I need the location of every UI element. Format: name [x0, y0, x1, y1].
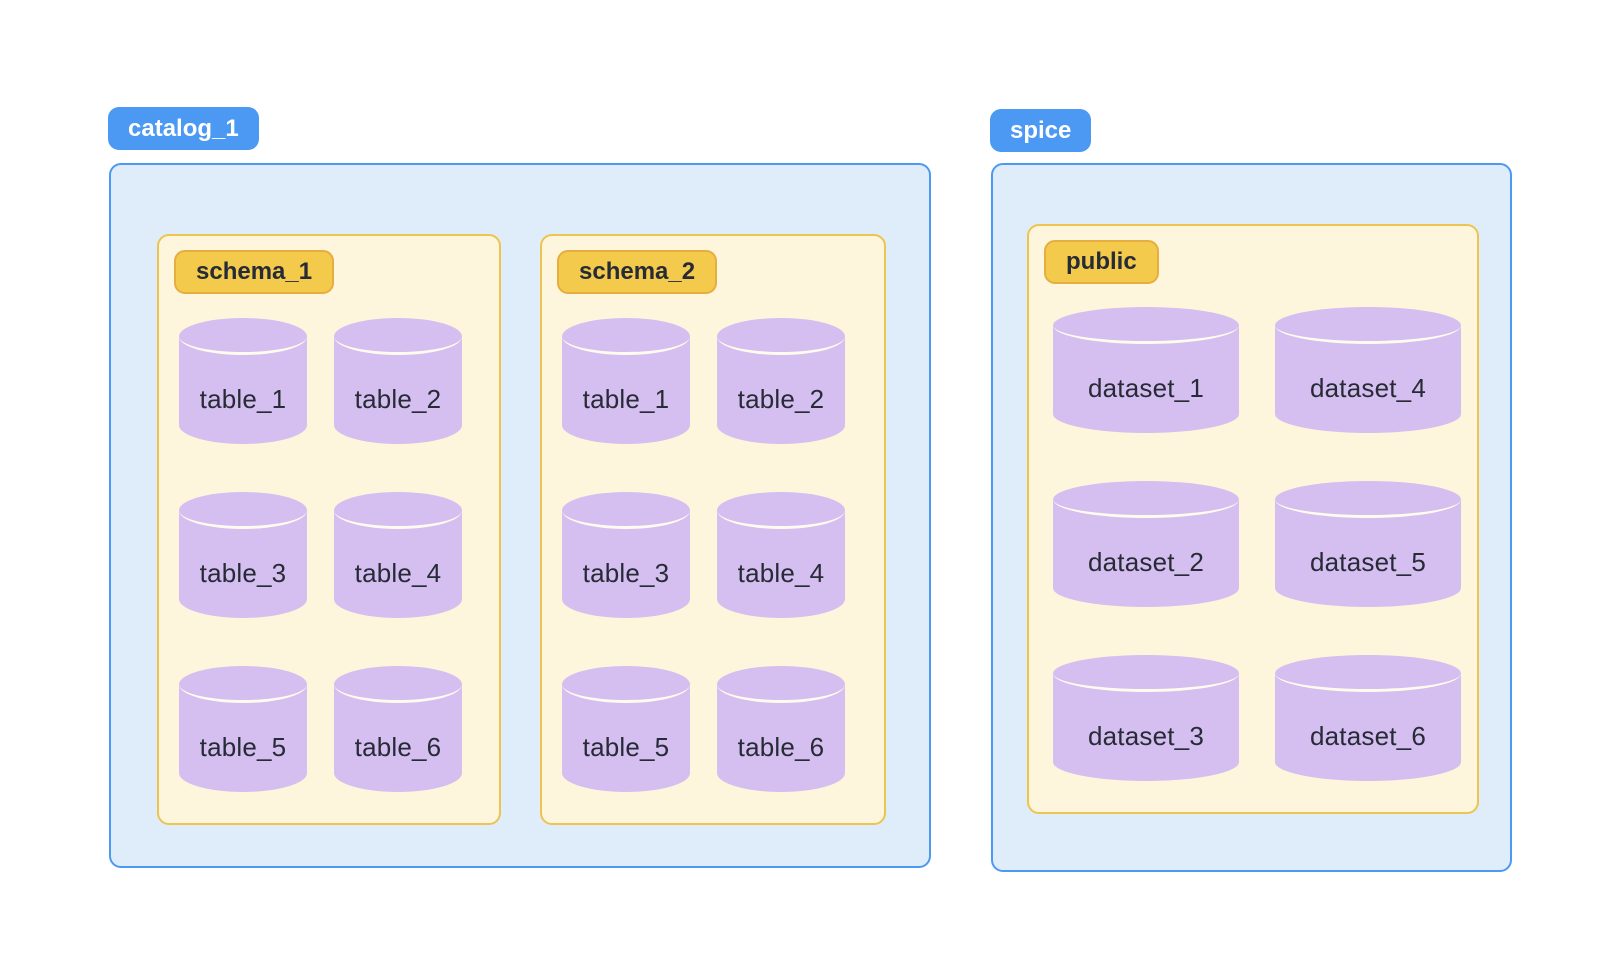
schema-1-tab: schema_1	[174, 250, 335, 294]
database-cylinder-cap-icon	[717, 318, 845, 355]
public-dataset-2-cylinder: dataset_2	[1053, 481, 1239, 607]
table-label: table_5	[582, 732, 670, 762]
table-label: table_4	[354, 558, 442, 588]
dataset-label: dataset_2	[1087, 547, 1204, 577]
database-cylinder-cap-icon	[717, 666, 845, 703]
schema-1-table-4-cylinder: table_4	[334, 492, 462, 618]
schema-2-table-1-cylinder: table_1	[562, 318, 690, 444]
table-label: table_2	[737, 384, 825, 414]
schema-1-table-grid: table_1 table_2 table_3 table_4	[179, 318, 462, 792]
table-label: table_3	[582, 558, 670, 588]
database-cylinder-cap-icon	[1053, 307, 1239, 344]
dataset-label: dataset_5	[1309, 547, 1426, 577]
schema-1-table-6-cylinder: table_6	[334, 666, 462, 792]
database-cylinder-cap-icon	[179, 318, 307, 355]
database-cylinder-cap-icon	[717, 492, 845, 529]
schema-2-table-3-cylinder: table_3	[562, 492, 690, 618]
table-label: table_5	[199, 732, 287, 762]
database-cylinder-cap-icon	[179, 492, 307, 529]
schema-1-table-5-cylinder: table_5	[179, 666, 307, 792]
public-dataset-5-cylinder: dataset_5	[1275, 481, 1461, 607]
schema-1-table-3-cylinder: table_3	[179, 492, 307, 618]
database-cylinder-cap-icon	[1275, 307, 1461, 344]
public-tab: public	[1044, 240, 1159, 284]
database-cylinder-cap-icon	[334, 666, 462, 703]
database-cylinder-cap-icon	[1053, 655, 1239, 692]
table-label: table_3	[199, 558, 287, 588]
dataset-label: dataset_6	[1309, 721, 1426, 751]
table-label: table_4	[737, 558, 825, 588]
database-cylinder-cap-icon	[562, 492, 690, 529]
schema-2-table-6-cylinder: table_6	[717, 666, 845, 792]
public-dataset-1-cylinder: dataset_1	[1053, 307, 1239, 433]
schema-2-tab: schema_2	[557, 250, 718, 294]
table-label: table_1	[582, 384, 670, 414]
public-dataset-3-cylinder: dataset_3	[1053, 655, 1239, 781]
schema-1-table-2-cylinder: table_2	[334, 318, 462, 444]
spice-container: public dataset_1 dataset_2 dataset_3	[991, 163, 1512, 872]
database-cylinder-cap-icon	[1053, 481, 1239, 518]
table-label: table_1	[199, 384, 287, 414]
schema-1-table-1-cylinder: table_1	[179, 318, 307, 444]
database-cylinder-cap-icon	[1275, 481, 1461, 518]
schema-2-table-5-cylinder: table_5	[562, 666, 690, 792]
public-dataset-4-cylinder: dataset_4	[1275, 307, 1461, 433]
database-cylinder-cap-icon	[334, 318, 462, 355]
schema-2-container: schema_2 table_1 table_2 table_3	[540, 234, 886, 825]
table-label: table_6	[354, 732, 442, 762]
dataset-label: dataset_4	[1309, 373, 1426, 403]
dataset-label: dataset_3	[1087, 721, 1204, 751]
schema-2-table-grid: table_1 table_2 table_3 table_4	[562, 318, 845, 792]
public-dataset-grid: dataset_1 dataset_2 dataset_3 dataset_4	[1053, 307, 1461, 781]
public-dataset-6-cylinder: dataset_6	[1275, 655, 1461, 781]
schema-2-table-4-cylinder: table_4	[717, 492, 845, 618]
public-schema-container: public dataset_1 dataset_2 dataset_3	[1027, 224, 1479, 814]
database-cylinder-cap-icon	[179, 666, 307, 703]
schema-1-container: schema_1 table_1 table_2 table_3	[157, 234, 501, 825]
database-cylinder-cap-icon	[1275, 655, 1461, 692]
database-cylinder-cap-icon	[562, 318, 690, 355]
catalog-1-container: schema_1 table_1 table_2 table_3	[109, 163, 931, 868]
catalog-1-tab: catalog_1	[108, 107, 259, 150]
database-cylinder-cap-icon	[334, 492, 462, 529]
schema-2-table-2-cylinder: table_2	[717, 318, 845, 444]
table-label: table_6	[737, 732, 825, 762]
table-label: table_2	[354, 384, 442, 414]
database-cylinder-cap-icon	[562, 666, 690, 703]
spice-tab: spice	[990, 109, 1092, 152]
dataset-label: dataset_1	[1087, 373, 1204, 403]
